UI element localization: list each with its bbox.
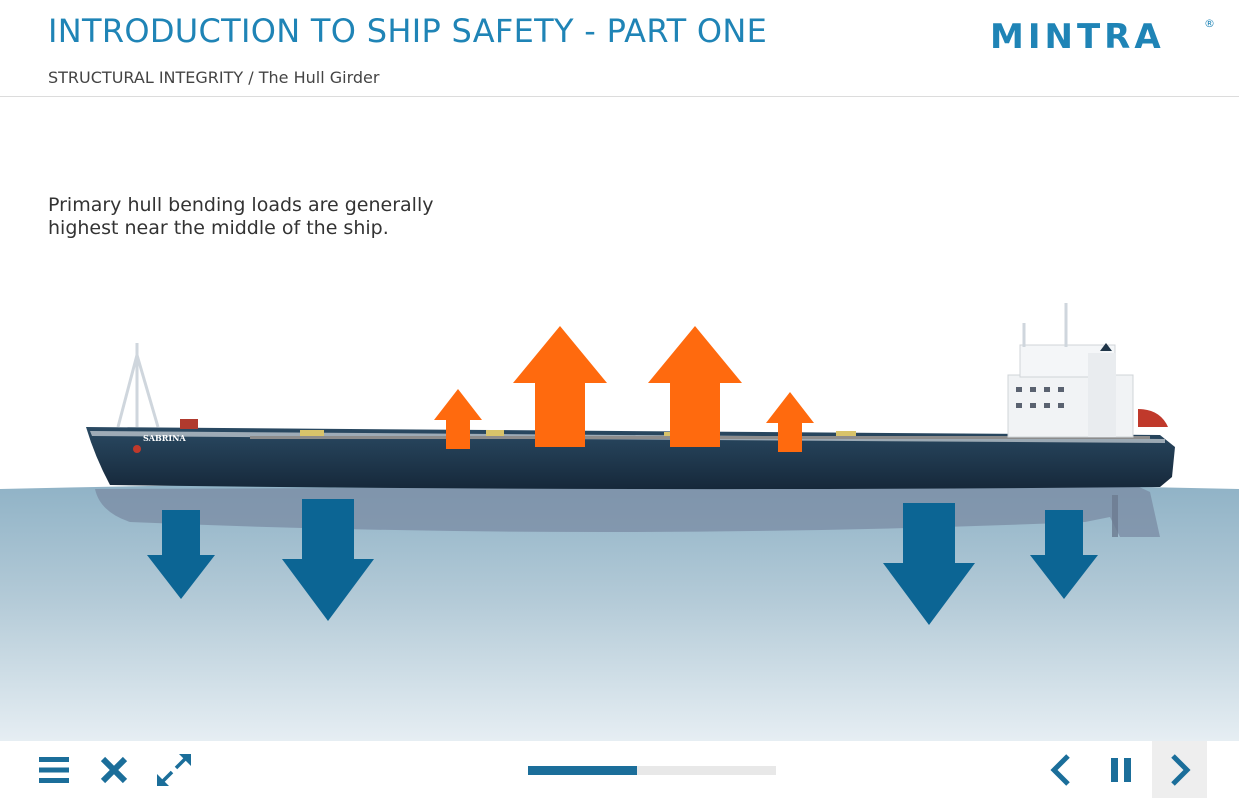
menu-button[interactable] (30, 741, 78, 798)
pause-button[interactable] (1096, 741, 1146, 798)
next-button[interactable] (1152, 741, 1207, 798)
superstructure (1007, 303, 1168, 438)
up-arrow (434, 389, 482, 449)
svg-text:MINTRA: MINTRA (990, 17, 1165, 56)
down-arrow (883, 503, 975, 625)
previous-button[interactable] (1036, 741, 1086, 798)
fullscreen-button[interactable] (150, 741, 198, 798)
progress-fill (528, 766, 638, 775)
up-arrow (648, 326, 742, 447)
next-icon (1170, 753, 1191, 786)
down-arrow (1030, 510, 1098, 599)
down-arrow (282, 499, 374, 621)
upward-force-arrows (434, 326, 814, 452)
menu-icon (39, 756, 69, 783)
fullscreen-icon (157, 753, 191, 786)
previous-icon (1050, 753, 1070, 786)
close-button[interactable] (90, 741, 138, 798)
downward-force-arrows (147, 499, 1098, 625)
mintra-logo: MINTRA ® (990, 17, 1215, 56)
underwater-hull (95, 485, 1160, 537)
up-arrow (513, 326, 607, 447)
anchor-icon (133, 445, 141, 453)
ship-name: SABRINA (143, 433, 186, 443)
forward-mast (116, 343, 160, 428)
slide-text: Primary hull bending loads are generally… (48, 194, 434, 239)
header-bar: INTRODUCTION TO SHIP SAFETY - PART ONE S… (0, 0, 1239, 97)
close-icon (100, 756, 128, 783)
up-arrow (766, 392, 814, 452)
ship-illustration: SABRINA (0, 303, 1239, 741)
player-controls (0, 741, 1239, 798)
svg-text:®: ® (1204, 17, 1215, 30)
course-title: INTRODUCTION TO SHIP SAFETY - PART ONE (48, 12, 768, 50)
breadcrumb: STRUCTURAL INTEGRITY / The Hull Girder (48, 68, 380, 87)
progress-bar (528, 766, 776, 775)
down-arrow (147, 510, 215, 599)
pause-icon (1111, 757, 1131, 782)
